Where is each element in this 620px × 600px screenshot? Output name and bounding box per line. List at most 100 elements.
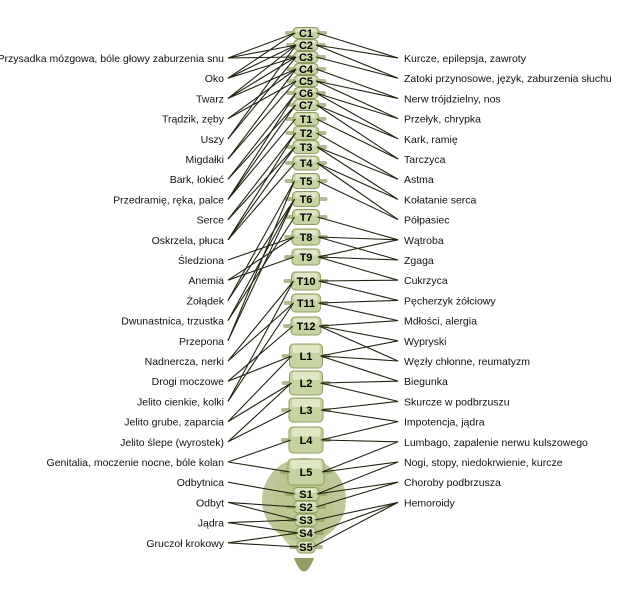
connector-line [317, 180, 399, 221]
vertebra-label-l5: L5 [300, 467, 313, 479]
connector-line [317, 216, 399, 241]
connector-line [317, 236, 399, 261]
connector-line [315, 80, 399, 99]
left-label: Serce [197, 215, 225, 227]
right-label: Kark, ramię [404, 134, 458, 146]
connector-line [320, 380, 399, 384]
left-label: Przedramię, ręka, palce [113, 194, 224, 206]
connector-line [227, 355, 292, 422]
right-label: Impotencja, jądra [404, 417, 485, 429]
vertebra-label-t11: T11 [297, 298, 315, 310]
left-label: Odbytnica [177, 477, 224, 489]
vertebra-label-l3: L3 [300, 405, 313, 417]
left-label: Jelito grube, zaparcia [124, 417, 224, 429]
connector-line [316, 118, 399, 160]
connector-line [227, 236, 295, 281]
left-label: Żołądek [187, 294, 225, 307]
connector-line [227, 522, 299, 534]
connector-line [227, 280, 294, 362]
connector-line [317, 256, 399, 261]
vertebra-label-c4: C4 [299, 64, 314, 76]
vertebra-label-l1: L1 [300, 351, 313, 363]
connector-line [317, 256, 399, 281]
vertebra-label-t3: T3 [300, 142, 313, 154]
vertebra-label-t2: T2 [300, 128, 313, 140]
connector-line [227, 542, 300, 548]
vertebra-label-t1: T1 [300, 114, 313, 126]
connector-line [320, 382, 399, 402]
connector-line [227, 104, 296, 180]
left-label: Jelito ślepe (wyrostek) [120, 437, 224, 449]
left-label: Przepona [179, 336, 224, 348]
right-label: Pęcherzyk żółciowy [404, 295, 496, 307]
connector-line [317, 236, 399, 241]
connector-line [316, 146, 399, 180]
right-label: Tarczyca [404, 154, 446, 166]
connector-line [227, 382, 292, 443]
connector-line [227, 44, 297, 140]
connector-line [316, 32, 399, 59]
connector-line [315, 92, 399, 140]
connector-line [316, 146, 399, 200]
right-label: Hemoroidy [404, 497, 456, 509]
connector-line [227, 409, 292, 443]
right-label: Wątroba [404, 235, 444, 247]
right-label: Mdłości, alergia [404, 316, 477, 328]
vertebra-label-c1: C1 [299, 28, 313, 40]
right-label: Cukrzyca [404, 275, 448, 287]
vertebra-label-c6: C6 [299, 88, 313, 100]
connector-line [315, 44, 399, 59]
connector-line [318, 302, 399, 322]
connector-line [320, 400, 399, 411]
connector-line [227, 180, 295, 301]
connector-line [321, 461, 399, 473]
connector-line [314, 501, 399, 521]
connector-line [227, 146, 296, 241]
connector-line [227, 439, 292, 463]
connector-line [312, 501, 399, 548]
connector-line [227, 92, 297, 200]
connector-line [318, 279, 399, 282]
connector-line [227, 355, 292, 382]
connector-line [316, 461, 399, 495]
left-label: Jądra [198, 518, 224, 530]
connector-line [320, 409, 399, 423]
vertebra-label-s5: S5 [299, 542, 312, 554]
connector-line [318, 299, 399, 304]
left-label: Dwunastnica, trzustka [121, 316, 224, 328]
vertebra-label-t10: T10 [297, 276, 316, 288]
connector-line [315, 56, 399, 79]
vertebra-label-s3: S3 [299, 515, 312, 527]
connector-line [318, 280, 399, 301]
connector-line [316, 481, 399, 495]
connector-line [227, 68, 297, 99]
connector-line [318, 325, 399, 342]
vertebra-label-t5: T5 [300, 176, 313, 188]
right-label: Biegunka [404, 376, 448, 388]
connector-line [227, 56, 297, 140]
connector-line [315, 44, 399, 79]
connector-line [318, 320, 399, 327]
left-label: Śledziona [178, 254, 224, 267]
connector-line [315, 92, 399, 120]
left-label: Nadnercza, nerki [145, 356, 224, 368]
connector-line [227, 44, 297, 59]
left-label: Drogi moczowe [152, 376, 225, 388]
right-label: Wypryski [404, 336, 447, 348]
right-label: Półpasiec [404, 215, 450, 227]
connector-line [316, 104, 399, 140]
vertebra-label-c2: C2 [299, 40, 313, 52]
connector-line [227, 302, 294, 402]
right-label: Nogi, stopy, niedokrwienie, kurcze [404, 457, 563, 469]
connector-line [227, 532, 299, 544]
connector-line [320, 355, 399, 362]
connector-line [227, 146, 296, 220]
connector-line [227, 481, 296, 495]
connector-line [227, 519, 298, 524]
connector-line [227, 325, 294, 382]
connector-line [227, 44, 297, 99]
right-label: Zgaga [404, 255, 434, 267]
right-label: Kurcze, epilepsja, zawroty [404, 53, 527, 65]
connector-lines [227, 32, 399, 548]
